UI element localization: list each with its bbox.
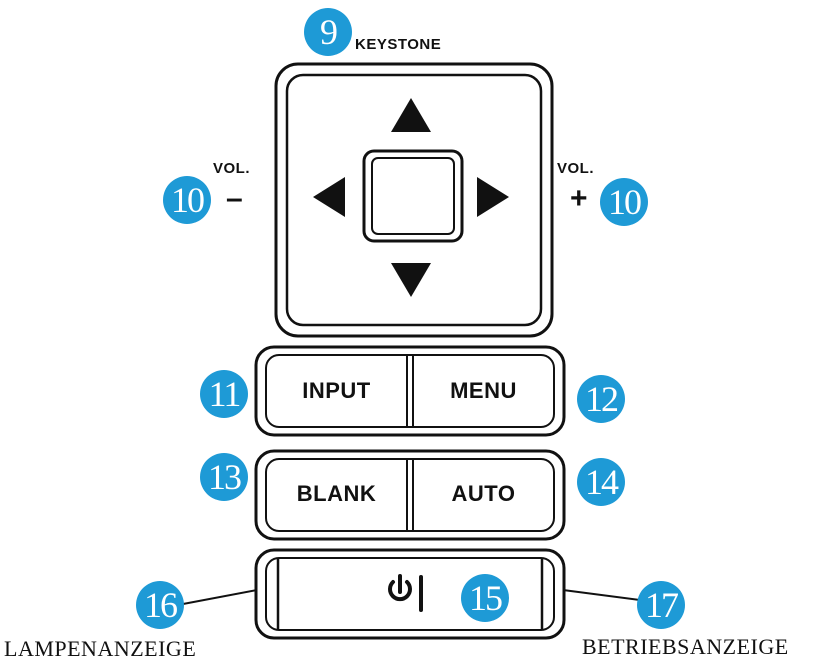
right-button[interactable] — [470, 170, 520, 224]
left-button[interactable] — [303, 170, 353, 224]
up-button[interactable] — [380, 90, 442, 140]
vol-minus-label: VOL. — [213, 160, 251, 177]
center-button[interactable] — [364, 151, 462, 241]
arrow-left-icon — [313, 177, 345, 217]
status-number: 17 — [637, 581, 685, 629]
lamp-label: LAMPENANZEIGE — [4, 636, 197, 661]
vol-plus-sign: + — [570, 182, 588, 215]
auto-number: 14 — [577, 458, 625, 506]
input-button[interactable]: INPUT — [302, 378, 371, 403]
arrow-right-icon — [477, 177, 509, 217]
lamp-number: 16 — [136, 581, 184, 629]
blank-button[interactable]: BLANK — [296, 481, 377, 506]
blank-number: 13 — [200, 453, 248, 501]
auto-button[interactable]: AUTO — [451, 481, 516, 506]
power-number: 15 — [461, 574, 509, 622]
arrow-down-icon — [391, 263, 431, 297]
vol-plus-label: VOL. — [557, 160, 595, 177]
vol-minus-sign: – — [226, 182, 243, 215]
menu-button[interactable]: MENU — [450, 378, 517, 403]
status-label: BETRIEBSANZEIGE — [582, 634, 789, 659]
menu-number: 12 — [577, 375, 625, 423]
vol-plus-number: 10 — [600, 178, 648, 226]
arrow-up-icon — [391, 98, 431, 132]
down-button[interactable] — [380, 256, 442, 306]
keystone-label: KEYSTONE — [355, 36, 442, 53]
input-number: 11 — [200, 370, 248, 418]
power-icon — [388, 574, 423, 612]
vol-minus-number: 10 — [163, 176, 211, 224]
keystone-number: 9 — [304, 8, 352, 56]
